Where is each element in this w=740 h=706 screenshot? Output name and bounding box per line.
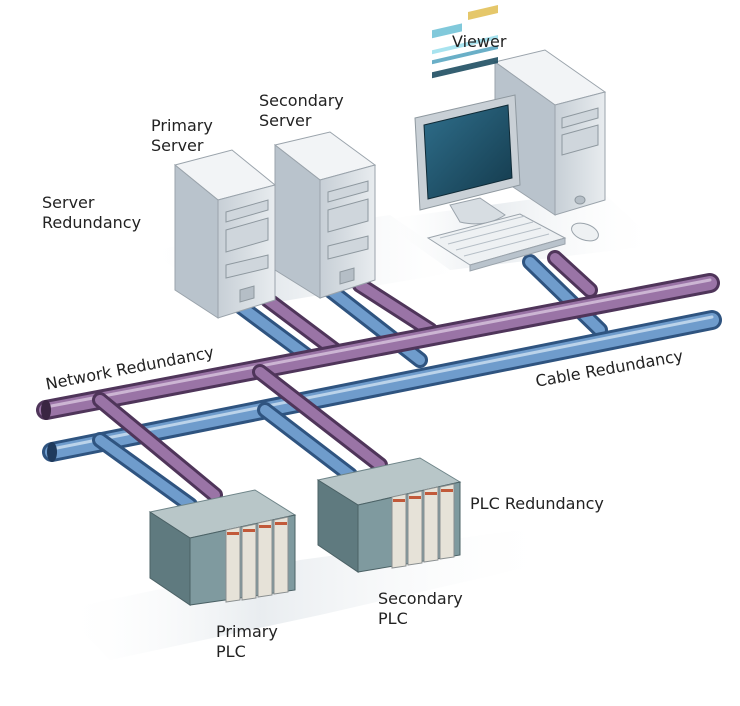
secondary-server — [273, 131, 377, 299]
primary-plc-label-line2: PLC — [216, 642, 246, 661]
secondary-server-label-line1: Secondary — [259, 91, 344, 110]
secondary-plc — [316, 457, 462, 573]
drop-cables-lower — [92, 364, 388, 513]
secondary-plc-label-line2: PLC — [378, 609, 408, 628]
viewer-workstation — [414, 5, 607, 272]
cable-trunk-blue — [42, 310, 722, 462]
primary-server-label-line2: Server — [151, 136, 204, 155]
secondary-server-label-line2: Server — [259, 111, 312, 130]
primary-server — [173, 149, 277, 319]
network-trunk-purple — [36, 273, 720, 420]
primary-plc — [148, 489, 297, 606]
viewer-label: Viewer — [452, 32, 507, 51]
secondary-plc-label-line1: Secondary — [378, 589, 463, 608]
primary-plc-label-line1: Primary — [216, 622, 278, 641]
plc-redundancy-label: PLC Redundancy — [470, 494, 604, 513]
drop-cables-upper — [224, 250, 608, 368]
primary-server-label-line1: Primary — [151, 116, 213, 135]
server-redundancy-label-line2: Redundancy — [42, 213, 142, 232]
server-redundancy-label-line1: Server — [42, 193, 95, 212]
